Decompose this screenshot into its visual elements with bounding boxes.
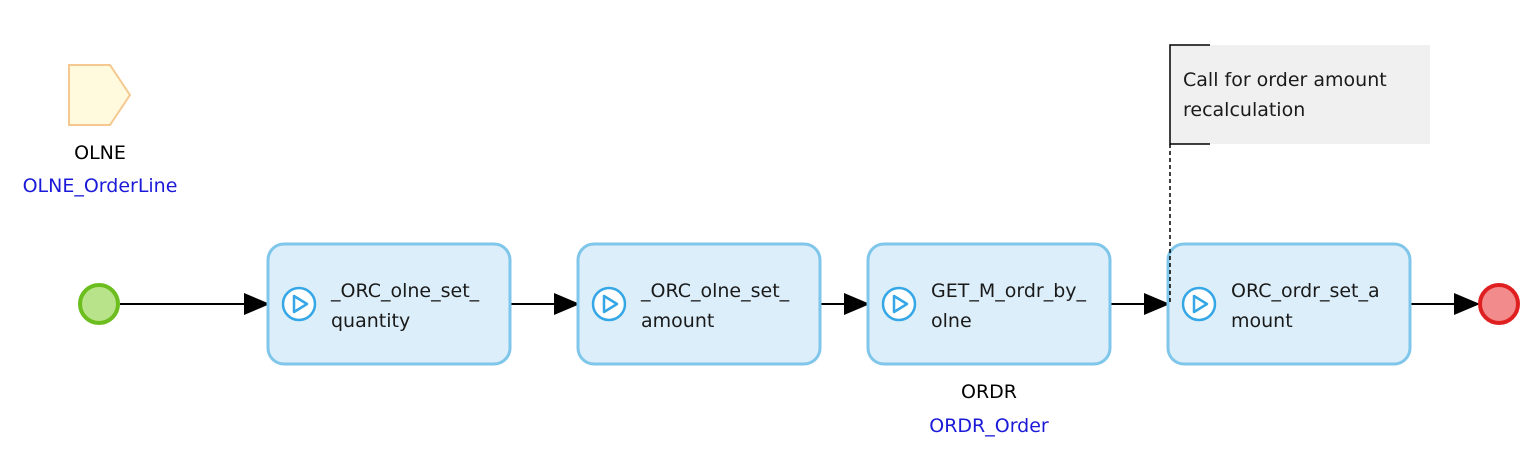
activity-box <box>1166 242 1412 366</box>
text-annotation[interactable]: Call for order amount recalculation <box>1169 44 1430 145</box>
end-event[interactable] <box>1478 283 1520 325</box>
annotation-line1: Call for order amount <box>1183 69 1387 91</box>
play-circle-icon <box>281 286 317 322</box>
activity-label-line1: GET_M_ordr_by_ <box>931 280 1087 302</box>
object-name-ordr: ORDR <box>961 381 1017 403</box>
activity-get-m-ordr-by-olne[interactable]: GET_M_ordr_by_ olne <box>866 242 1112 366</box>
annotation-background <box>1170 45 1430 144</box>
object-type-link-olne[interactable]: OLNE_OrderLine <box>23 175 178 197</box>
activity-box <box>266 242 512 366</box>
play-circle-icon <box>881 286 917 322</box>
annotation-line2: recalculation <box>1183 99 1305 121</box>
data-object-ordr[interactable]: ORDR ORDR_Order <box>929 381 1049 437</box>
activity-orc-olne-set-quantity[interactable]: _ORC_olne_set_ quantity <box>266 242 512 366</box>
activity-orc-ordr-set-amount[interactable]: ORC_ordr_set_a mount <box>1166 242 1412 366</box>
activity-box <box>576 242 822 366</box>
data-object-olne[interactable]: OLNE OLNE_OrderLine <box>23 64 178 197</box>
start-event[interactable] <box>78 283 120 325</box>
activity-label-line1: _ORC_olne_set_ <box>330 280 480 302</box>
activity-box <box>866 242 1112 366</box>
play-circle-icon <box>1181 286 1217 322</box>
object-pentagon-icon <box>68 64 132 126</box>
play-circle-icon <box>591 286 627 322</box>
annotation-bracket <box>1169 44 1210 145</box>
activity-label-line2: olne <box>931 310 972 332</box>
object-name-olne: OLNE <box>74 142 126 164</box>
activity-label-line2: quantity <box>331 310 410 332</box>
activity-orc-olne-set-amount[interactable]: _ORC_olne_set_ amount <box>576 242 822 366</box>
activity-label-line2: mount <box>1231 310 1293 332</box>
activity-label-line2: amount <box>641 310 714 332</box>
activity-label-line1: ORC_ordr_set_a <box>1231 280 1380 302</box>
activity-label-line1: _ORC_olne_set_ <box>640 280 790 302</box>
object-type-link-ordr[interactable]: ORDR_Order <box>929 415 1049 437</box>
